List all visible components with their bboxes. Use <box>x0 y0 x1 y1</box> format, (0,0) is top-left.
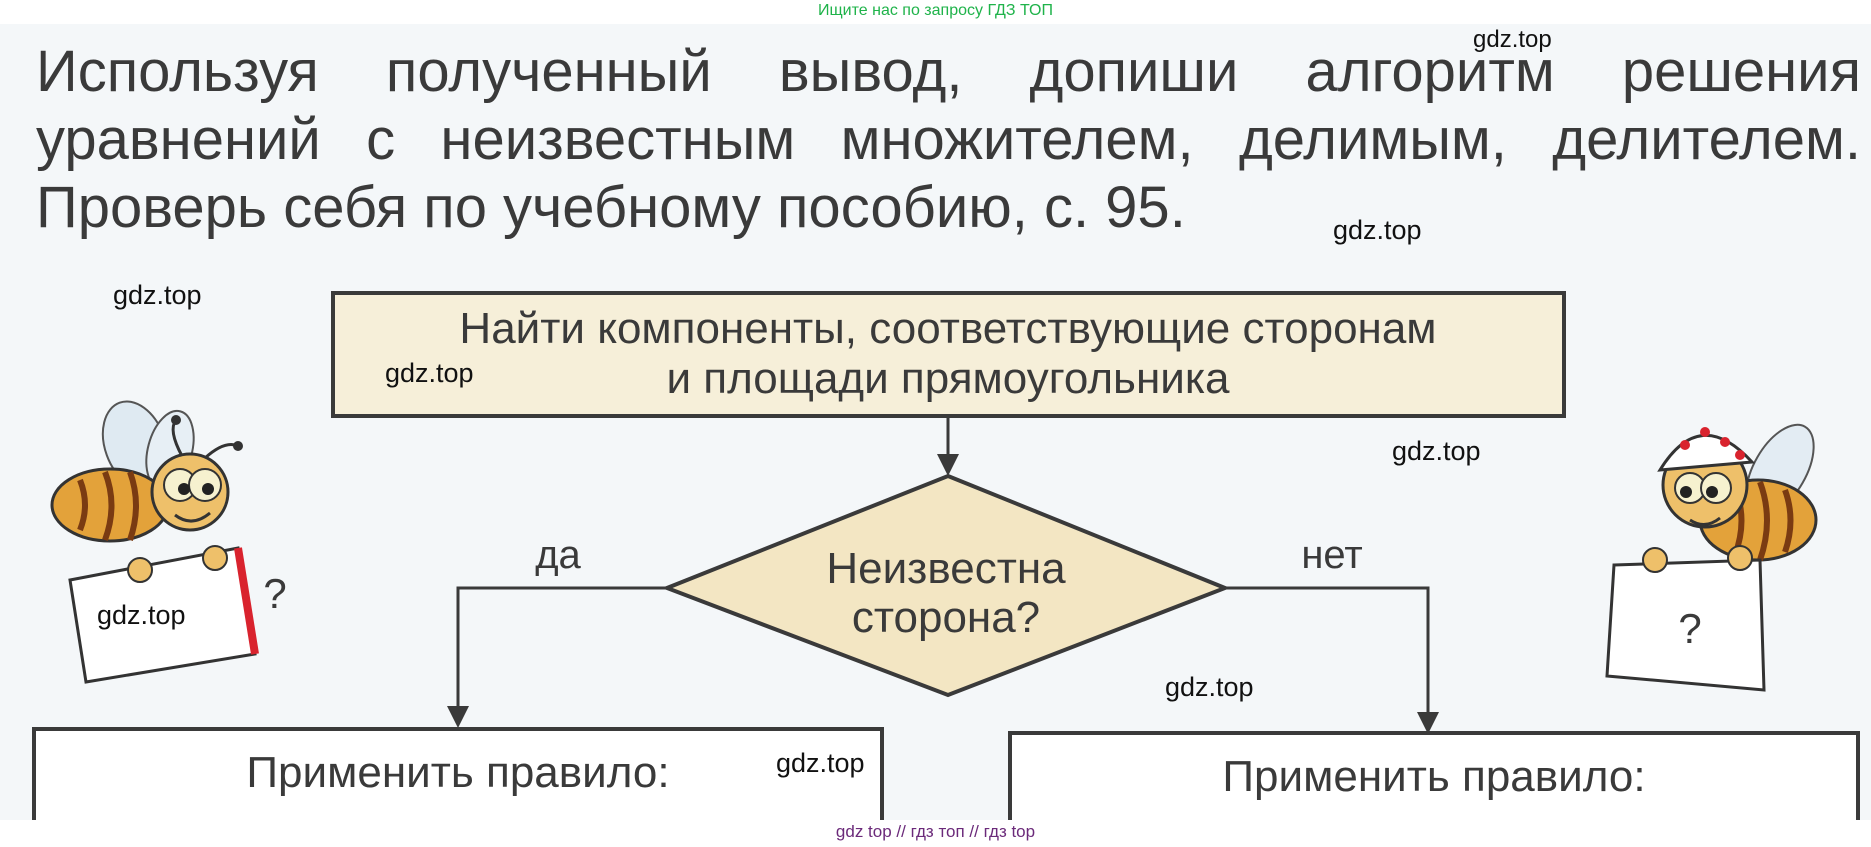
left-bee-illustration <box>50 400 243 543</box>
watermark-4: gdz.top <box>385 358 474 388</box>
decision-diamond <box>661 473 1231 698</box>
right-rule-box-label: Применить правило: <box>1222 752 1645 801</box>
task-line-1: Используя полученный вывод, допиши алгор… <box>36 39 1861 104</box>
watermark-6: gdz.top <box>97 600 186 630</box>
task-text: Используя полученный вывод, допиши алгор… <box>36 38 1866 242</box>
start-box-line-2: и площади прямоугольника <box>666 354 1230 403</box>
watermark-1: gdz.top <box>1473 26 1552 53</box>
yes-branch-arrowhead <box>447 706 469 728</box>
right-bee-illustration <box>1657 423 1818 562</box>
yes-branch-line <box>456 586 667 710</box>
watermark-7: gdz.top <box>1165 672 1254 702</box>
textbook-page: Используя полученный вывод, допиши алгор… <box>0 24 1871 820</box>
right-bee-question-mark: ? <box>1678 605 1701 652</box>
watermark-3: gdz.top <box>113 280 202 310</box>
task-line-2: уравнений с неизвестным множителем, дели… <box>36 107 1861 172</box>
start-box <box>331 291 1566 418</box>
decision-line-2: сторона? <box>852 593 1040 642</box>
header-note[interactable]: Ищите нас по запросу ГДЗ ТОП <box>818 2 1053 19</box>
left-bee-question-mark: ? <box>263 570 286 617</box>
arrowhead-decision <box>937 454 959 476</box>
right-rule-box <box>1008 731 1860 820</box>
footer-note[interactable]: gdz top // гдз топ // гдз top <box>835 822 1036 841</box>
left-rule-box <box>32 727 884 820</box>
no-branch-line <box>1225 586 1430 716</box>
yes-label: да <box>535 533 581 577</box>
no-branch-arrowhead <box>1417 712 1439 734</box>
watermark-2: gdz.top <box>1333 215 1422 245</box>
left-bee-sign <box>68 545 259 684</box>
left-rule-box-label: Применить правило: <box>246 748 669 797</box>
task-line-3: Проверь себя по учебному пособию, с. 95. <box>36 175 1186 240</box>
no-label: нет <box>1301 533 1362 577</box>
watermark-5: gdz.top <box>1392 436 1481 466</box>
decision-line-1: Неизвестна <box>826 544 1066 593</box>
start-box-line-1: Найти компоненты, соответствующие сторон… <box>459 304 1436 353</box>
watermark-8: gdz.top <box>776 748 865 778</box>
right-bee-sign <box>1605 545 1766 692</box>
